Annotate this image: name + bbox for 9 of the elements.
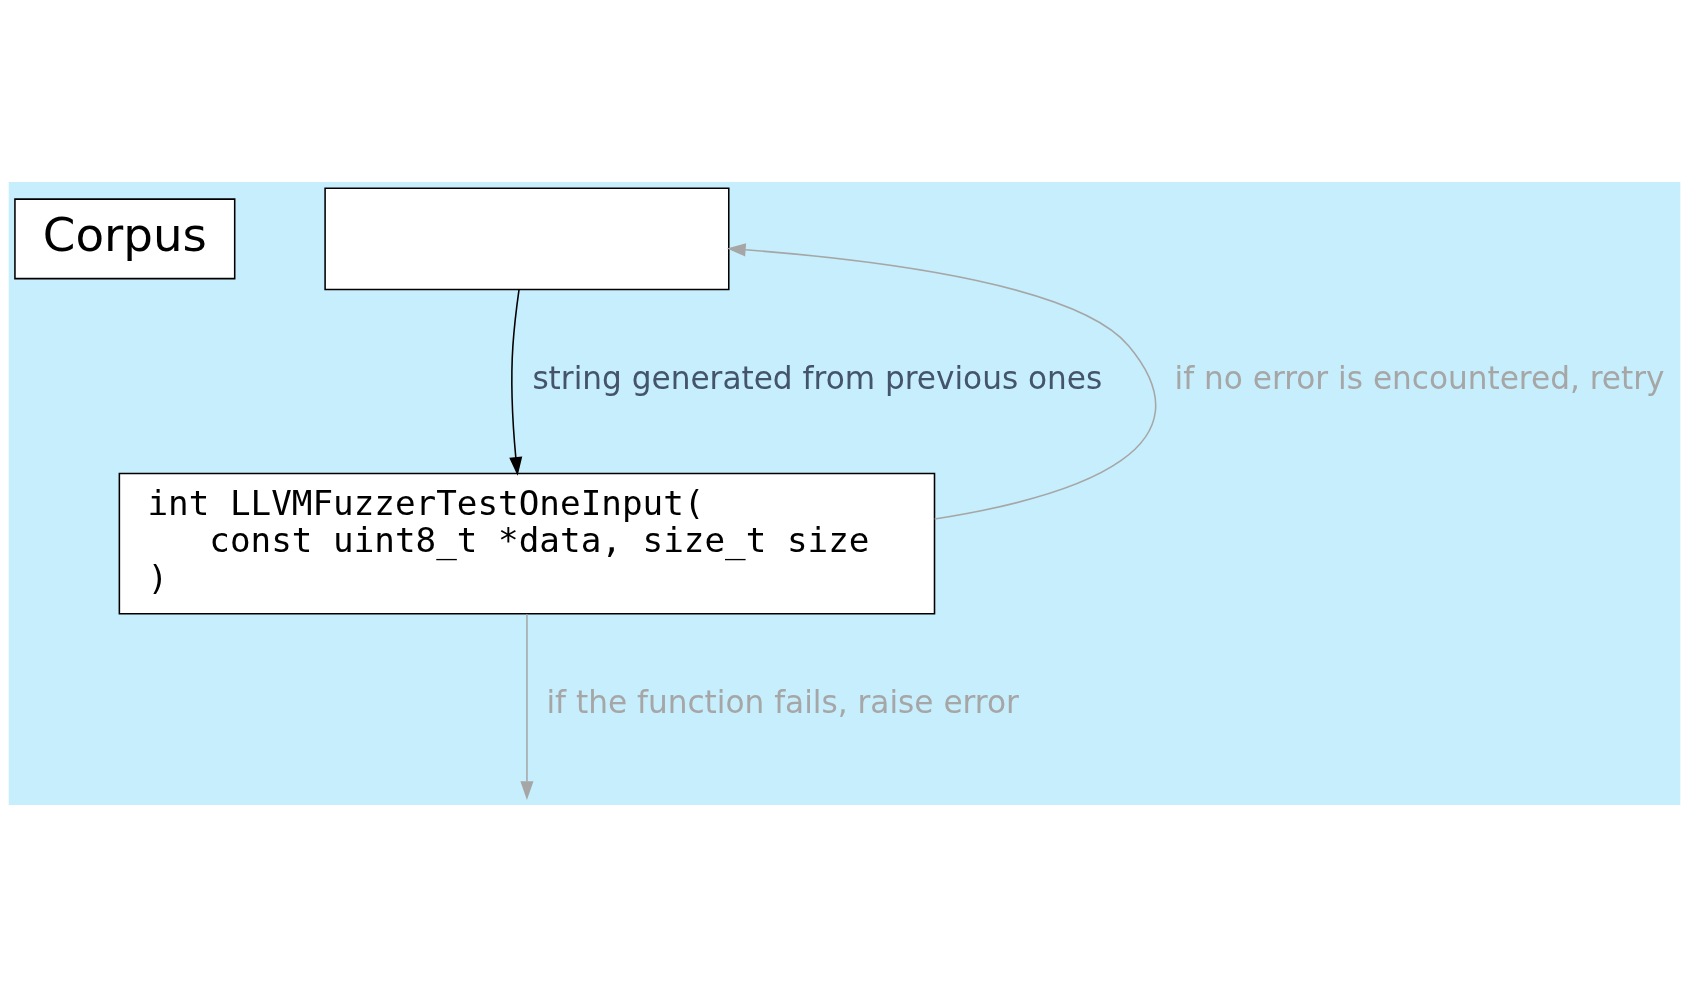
arrow	[509, 288, 523, 476]
edge-label: if no error is encountered, retry	[1174, 360, 1665, 397]
arrow	[726, 243, 1157, 520]
node-box	[324, 187, 730, 291]
edge-label: if the function fails, raise error	[546, 684, 1019, 721]
node-box: int LLVMFuzzerTestOneInput( const uint8_t *data, size_t size )	[118, 472, 936, 615]
edge-label: string generated from previous ones	[532, 360, 1103, 397]
arrow	[520, 613, 534, 800]
node-box: Corpus	[14, 198, 236, 280]
